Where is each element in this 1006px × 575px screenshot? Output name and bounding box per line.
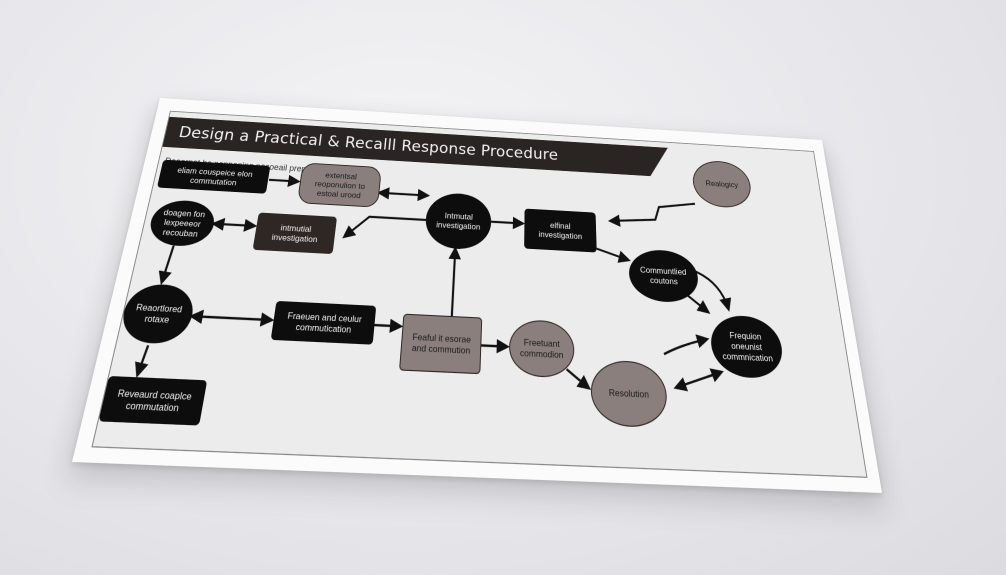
connector-n9-n10 — [192, 316, 272, 320]
connector-n14-n13-curve — [663, 337, 709, 356]
connector-n9-n15 — [137, 345, 148, 375]
connector-n1-n2 — [269, 180, 298, 182]
connector-n2-n5 — [379, 193, 427, 196]
connector-n3-n9 — [162, 245, 174, 282]
connector-n4-n5 — [344, 216, 426, 242]
connector-n5-n6 — [491, 222, 522, 224]
connector-n12-n14 — [567, 369, 589, 388]
node-frequent-clear-communication[interactable]: Fraeuen and ceulur commutication — [270, 300, 377, 345]
connector-n3-n4 — [214, 224, 255, 226]
connector-n8-n13 — [695, 271, 728, 309]
connector-n10-n11 — [374, 325, 400, 326]
node-final-investigation[interactable]: elfinal investigation — [524, 208, 597, 253]
connector-n7-n6 — [609, 199, 696, 226]
paper-sheet: Design a Practical & Recalll Response Pr… — [72, 98, 882, 493]
node-reviewed-complete-communication[interactable]: Reveaurd coaplce commutation — [98, 376, 208, 426]
node-initial-investigation-a[interactable]: intmutial investigation — [252, 212, 338, 255]
node-feasible-communication[interactable]: Feaful it esorae and commution — [399, 313, 483, 375]
connector-n11-n12 — [481, 345, 507, 346]
diagram-frame: Design a Practical & Recalll Response Pr… — [91, 111, 867, 478]
connector-n14-n13 — [675, 370, 723, 390]
node-external-response[interactable]: extentsal reoponulion to estoal urood — [296, 162, 382, 208]
connector-n6-n8 — [597, 249, 629, 260]
